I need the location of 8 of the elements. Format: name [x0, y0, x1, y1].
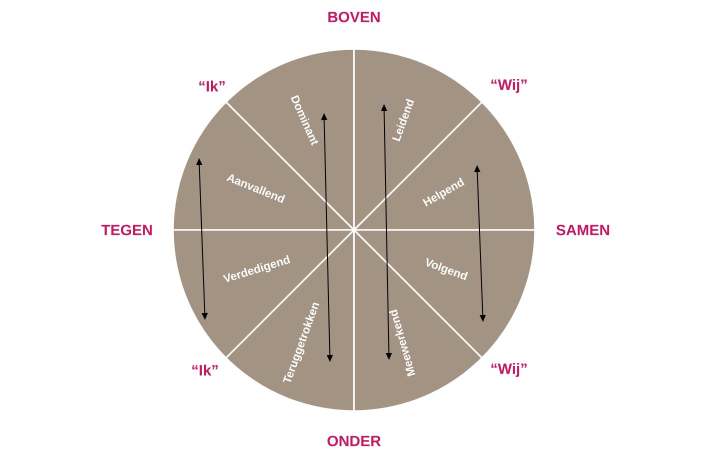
axis-label: “Wij” [491, 79, 527, 93]
axis-label: BOVEN [328, 12, 380, 22]
axis-label: “Wij” [491, 363, 527, 377]
axis-label: “Ik” [192, 364, 218, 376]
axis-label: SAMEN [556, 224, 610, 236]
axis-label: TEGEN [101, 224, 152, 236]
axis-label: “Ik” [199, 80, 225, 92]
axis-label: ONDER [328, 436, 381, 446]
